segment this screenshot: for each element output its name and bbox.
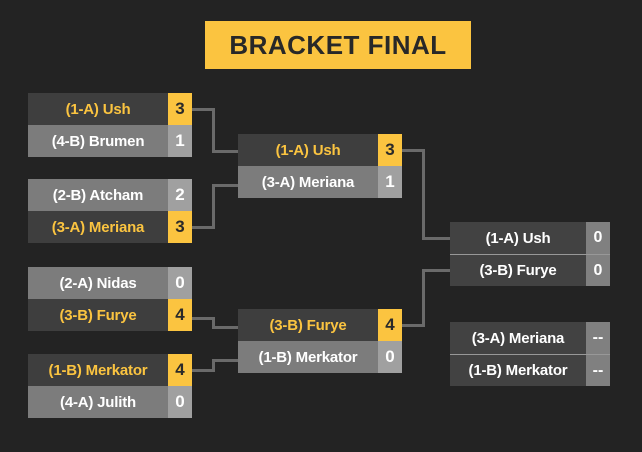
score-box: 2 [168,179,192,211]
connector-line [192,108,215,111]
player-label: (1-B) Merkator [258,348,358,366]
match-row: (1-A) Ush 3 [28,93,192,125]
score-box: 4 [168,299,192,331]
player-label: (2-B) Atcham [52,186,144,204]
score-box: -- [586,355,610,386]
connector-line [212,184,215,229]
score-box: -- [586,322,610,354]
player-label: (2-A) Nidas [59,274,137,292]
page-title: BRACKET FINAL [229,29,447,60]
connector-line [192,226,215,229]
connector-line [212,108,215,153]
match-round2-1: (1-A) Ush 3 (3-A) Meriana 1 [238,134,402,198]
player-label: (1-B) Merkator [468,362,568,379]
match-row: (3-B) Furye 4 [238,309,402,341]
match-row: (4-A) Julith 0 [28,386,192,418]
player-label: (3-A) Meriana [51,218,145,236]
match-row: (1-B) Merkator 0 [238,341,402,373]
match-final: (1-A) Ush 0 (3-B) Furye 0 [450,222,610,286]
score-box: 1 [378,166,402,198]
score-box: 4 [168,354,192,386]
connector-line [212,326,238,329]
match-round1-2: (2-B) Atcham 2 (3-A) Meriana 3 [28,179,192,243]
player-label: (3-A) Meriana [471,329,565,347]
connector-line [192,369,215,372]
match-round2-2: (3-B) Furye 4 (1-B) Merkator 0 [238,309,402,373]
match-row: (1-B) Merkator -- [450,354,610,386]
player-label: (3-B) Furye [269,316,347,334]
player-label: (3-B) Furye [479,262,557,279]
player-label: (1-A) Ush [485,229,551,247]
score-box: 3 [168,211,192,243]
page-title-banner: BRACKET FINAL [205,21,471,69]
score-box: 4 [378,309,402,341]
connector-line [422,269,425,327]
match-consolation: (3-A) Meriana -- (1-B) Merkator -- [450,322,610,386]
match-row: (1-A) Ush 0 [450,222,610,254]
match-row: (2-B) Atcham 2 [28,179,192,211]
connector-line [212,359,238,362]
connector-line [402,324,425,327]
score-box: 0 [586,255,610,286]
connector-line [422,269,450,272]
match-row: (1-A) Ush 3 [238,134,402,166]
score-box: 0 [168,267,192,299]
match-row: (2-A) Nidas 0 [28,267,192,299]
connector-line [192,317,215,320]
score-box: 0 [378,341,402,373]
player-label: (4-A) Julith [60,393,136,411]
score-box: 3 [378,134,402,166]
connector-line [422,149,425,240]
match-row: (3-A) Meriana -- [450,322,610,354]
match-row: (4-B) Brumen 1 [28,125,192,157]
score-box: 0 [168,386,192,418]
connector-line [422,237,450,240]
match-row: (3-A) Meriana 1 [238,166,402,198]
match-row: (1-B) Merkator 4 [28,354,192,386]
match-round1-1: (1-A) Ush 3 (4-B) Brumen 1 [28,93,192,157]
player-label: (1-B) Merkator [48,361,148,379]
player-label: (3-A) Meriana [261,173,355,191]
match-row: (3-A) Meriana 3 [28,211,192,243]
match-round1-4: (1-B) Merkator 4 (4-A) Julith 0 [28,354,192,418]
score-box: 0 [586,222,610,254]
player-label: (1-A) Ush [275,141,341,159]
score-box: 1 [168,125,192,157]
match-round1-3: (2-A) Nidas 0 (3-B) Furye 4 [28,267,192,331]
match-row: (3-B) Furye 0 [450,254,610,286]
player-label: (1-A) Ush [65,100,131,118]
player-label: (3-B) Furye [59,306,137,324]
connector-line [212,359,215,372]
connector-line [212,184,238,187]
connector-line [212,150,238,153]
score-box: 3 [168,93,192,125]
player-label: (4-B) Brumen [51,132,145,150]
connector-line [212,317,215,329]
connector-line [402,149,425,152]
match-row: (3-B) Furye 4 [28,299,192,331]
